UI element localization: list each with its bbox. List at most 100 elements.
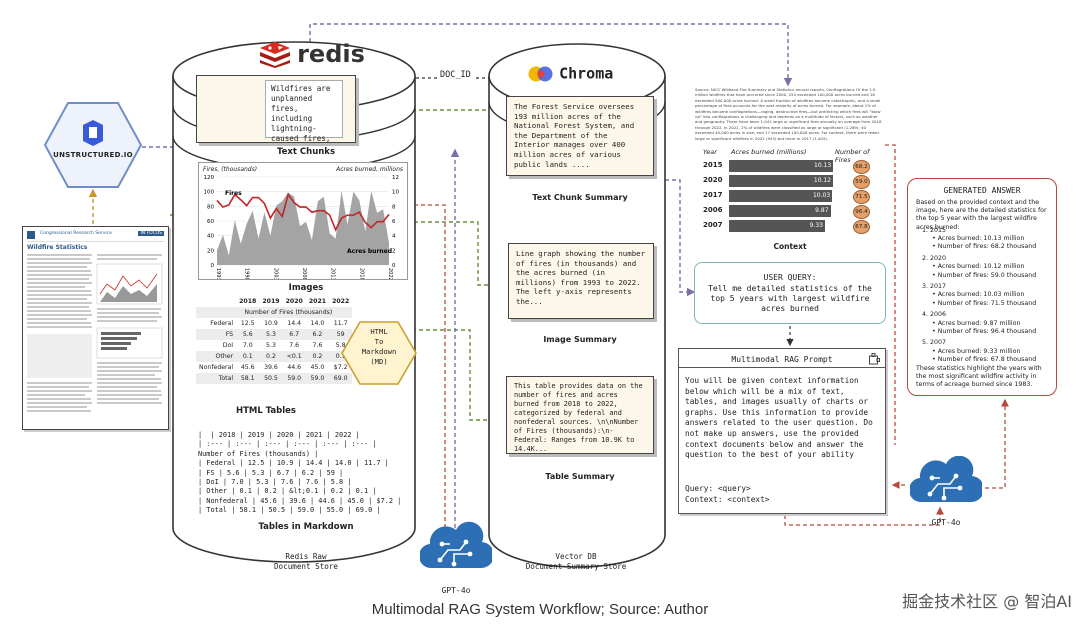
answer-item-year: 4. 2006 — [922, 311, 947, 319]
rag-prompt-context: Context: <context> — [685, 495, 770, 504]
table-cell: DoI — [222, 342, 234, 349]
arrow-context-to-prompt — [885, 144, 896, 445]
user-query-box: USER QUERY: Tell me detailed statistics … — [694, 262, 886, 324]
table-cell: 45.0 — [310, 364, 325, 371]
context-year: 2007 — [703, 221, 723, 229]
markdown-line: | Total | 58.1 | 50.5 | 59.0 | 55.0 | 69… — [198, 506, 381, 515]
answer-item-acres: • Acres burned: 9.33 million — [932, 347, 1021, 355]
table-cell: 10.9 — [264, 320, 278, 327]
table-year: 2022 — [332, 298, 350, 305]
images-label: Images — [288, 283, 324, 293]
markdown-line: | :--- | :--- | :--- | :--- | :--- | :--… — [198, 440, 377, 449]
answer-item: 5. 2007• Acres burned: 9.33 million• Num… — [922, 339, 1052, 364]
answer-intro: Based on the provided context and the im… — [916, 199, 1047, 231]
document-title: Wildfire Statistics — [27, 244, 88, 251]
chart-y-tick: 120 — [204, 175, 215, 181]
context-header-year: Year — [703, 148, 717, 156]
chart-y-tick: 60 — [207, 219, 214, 225]
chart-x-tick: 2022 — [387, 268, 393, 279]
chart-right-axis-label: Acres burned, millions — [336, 166, 403, 173]
answer-item-year: 1. 2015 — [922, 227, 947, 234]
table-cell: 50.5 — [259, 373, 283, 384]
table-cell: 59.0 — [305, 373, 330, 384]
chart-fires-label: Fires — [225, 190, 242, 197]
answer-item-year: 2. 2020 — [922, 255, 947, 263]
document-body-lines — [27, 254, 163, 412]
chart-x-tick: 2013 — [330, 268, 336, 279]
table-cell: 69.0 — [329, 373, 353, 384]
text-chunk-text: Wildfires are unplanned fires, including… — [271, 84, 331, 143]
chart-left-axis-label: Fires, (thousands) — [203, 166, 258, 173]
rag-prompt-query: Query: <query> — [685, 484, 751, 493]
table-summary-text: This table provides data on the number o… — [514, 382, 643, 453]
chart-y-tick: 40 — [207, 234, 214, 240]
generated-answer-box: GENERATED ANSWER Based on the provided c… — [907, 178, 1057, 396]
image-summary-label: Image Summary — [543, 335, 617, 344]
table-cell: 5.3 — [259, 329, 283, 340]
html-to-md-hexagon — [341, 321, 417, 385]
table-cell: 5.3 — [266, 342, 276, 349]
table-cell: 12.5 — [240, 320, 255, 327]
table-year: 2018 — [239, 298, 257, 305]
chart-fires-line — [216, 192, 390, 232]
document-logo-icon — [27, 231, 35, 239]
hexagon-icon — [43, 102, 143, 188]
cloud-network-icon-right — [908, 455, 985, 503]
context-fires-badge: 67.8 — [853, 220, 870, 234]
table-cell: 6.7 — [282, 329, 306, 340]
table-cell: 44.6 — [287, 364, 302, 371]
markdown-line: | Federal | 12.5 | 10.9 | 14.4 | 14.0 | … — [198, 459, 389, 468]
answer-item-fires: • Number of fires: 59.0 thousand — [932, 271, 1037, 279]
table-cell: 39.6 — [264, 364, 278, 371]
table-cell: Federal — [210, 320, 234, 327]
markdown-line: | Nonfederal | 45.6 | 39.6 | 44.6 | 45.0… — [198, 496, 402, 505]
answer-items: 1. 2015• Acres burned: 10.13 million• Nu… — [922, 227, 1052, 368]
table-cell: Nonfederal — [199, 364, 234, 371]
chart-x-tick: 2008 — [301, 268, 307, 279]
table-cell: Total — [196, 373, 237, 384]
table-cell: Other — [196, 351, 237, 362]
chart-x-tick: 2003 — [272, 268, 278, 279]
table-cell: $7.2 — [333, 364, 348, 371]
answer-title: GENERATED ANSWER — [943, 186, 1021, 195]
table-year: 2020 — [285, 298, 303, 305]
gpt-brain-left: GPT-4o — [418, 520, 495, 598]
table-cell: 59 — [329, 329, 353, 340]
redis-store-label: Redis Raw Document Store — [273, 552, 338, 571]
chart-y2-tick: 4 — [392, 234, 396, 240]
answer-item-fires: • Number of fires: 71.5 thousand — [932, 299, 1037, 307]
chroma-store-label: Vector DB Document Summary Store — [525, 552, 627, 571]
chart-y2-tick: 0 — [392, 263, 396, 269]
answer-item-fires: • Number of fires: 68.2 thousand — [932, 243, 1037, 251]
chroma-brand-text: Chroma — [559, 64, 614, 83]
chart-y-tick: 100 — [204, 190, 215, 196]
markdown-table: | | 2018 | 2019 | 2020 | 2021 | 2022 || … — [198, 431, 406, 521]
context-header-fires: Number of Fires — [835, 148, 870, 164]
doc-id-label: DOC_ID — [438, 70, 473, 80]
context-acres-bar: 10.03 — [729, 190, 833, 202]
figure-caption: Multimodal RAG System Workflow; Source: … — [371, 601, 709, 618]
gpt-label-right: GPT-4o — [931, 518, 961, 527]
answer-item-year: 5. 2007 — [922, 339, 947, 347]
arrow-images-to-summary — [400, 221, 502, 290]
tables-markdown-label: Tables in Markdown — [258, 522, 354, 532]
rag-prompt-body: You will be given context information be… — [685, 376, 873, 460]
context-year: 2020 — [703, 176, 723, 184]
table-summary-note: This table provides data on the number o… — [506, 376, 654, 454]
document-tag: IN FOCUS — [138, 231, 164, 236]
table-cell: 14.0 — [310, 320, 325, 327]
chart-y-tick: 0 — [211, 263, 215, 269]
markdown-line: | | 2018 | 2019 | 2020 | 2021 | 2022 | — [198, 431, 360, 439]
context-header-acres: Acres burned (millions) — [731, 148, 807, 156]
text-summary-text: The Forest Service oversees 193 million … — [514, 102, 635, 169]
context-acres-bar: 10.13 — [729, 160, 834, 172]
answer-outro: These statistics highlight the years wit… — [916, 365, 1042, 389]
chart-x-tick: 2018 — [358, 268, 364, 279]
context-fires-badge: 68.2 — [853, 160, 870, 174]
text-summary-label: Text Chunk Summary — [532, 193, 628, 202]
